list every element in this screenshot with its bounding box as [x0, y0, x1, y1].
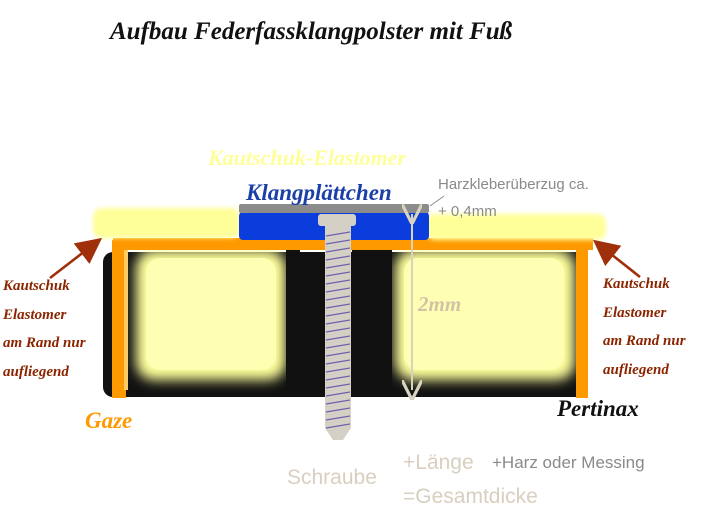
- pertinax-post-center: [352, 250, 392, 397]
- screw-thread-line: [325, 391, 351, 397]
- felt-chamber-right: [404, 258, 564, 370]
- label-schraube: Schraube: [287, 466, 377, 489]
- screw-thread-line: [325, 383, 351, 389]
- label-harz-oder-messing: +Harz oder Messing: [492, 453, 645, 472]
- screw-thread-line: [325, 335, 351, 341]
- screw-thread-line: [325, 367, 351, 373]
- side-left-line: Elastomer: [3, 306, 67, 323]
- felt-chamber-left: [146, 258, 276, 370]
- screw-thread-line: [325, 311, 351, 317]
- elastomer-pad-left: [93, 208, 240, 238]
- side-left-line: aufliegend: [3, 363, 69, 380]
- screw: [318, 214, 356, 440]
- label-gesamtdicke: =Gesamtdicke: [403, 485, 538, 508]
- label-harzkleber: Harzkleberüberzug ca. + 0,4mm: [438, 171, 589, 225]
- screw-thread-line: [325, 351, 351, 357]
- screw-thread-line: [325, 343, 351, 349]
- label-pertinax: Pertinax: [557, 396, 639, 421]
- side-left-line: am Rand nur: [3, 335, 86, 351]
- label-gaze: Gaze: [85, 408, 133, 433]
- side-right-line: aufliegend: [603, 361, 669, 378]
- elastomer-pad-right: [426, 214, 606, 240]
- gaze-right-wall: [576, 240, 588, 398]
- side-right-line: Elastomer: [603, 304, 667, 321]
- screw-thread-line: [325, 303, 351, 309]
- diagram-title: Aufbau Federfassklangpolster mit Fuß: [110, 18, 513, 45]
- screw-thread-line: [325, 423, 351, 429]
- gaze-top-layer: [113, 238, 593, 250]
- screw-thread-line: [325, 327, 351, 333]
- side-left-line: Kautschuk: [3, 278, 70, 294]
- screw-thread-line: [325, 271, 351, 277]
- screw-thread-line: [325, 407, 351, 413]
- resin-leader-line: [429, 195, 445, 207]
- screw-thread-line: [325, 375, 351, 381]
- screw-thread-line: [325, 295, 351, 301]
- label-side-right: Kautschuk Elastomer am Rand nur aufliege…: [603, 270, 686, 384]
- label-side-left: Kautschuk Elastomer am Rand nur aufliege…: [3, 272, 86, 386]
- screw-thread-line: [325, 415, 351, 421]
- label-kautschuk-elastomer: Kautschuk-Elastomer: [208, 145, 407, 170]
- label-thickness: 2mm: [418, 292, 462, 316]
- screw-thread-line: [325, 247, 351, 253]
- screw-threads: [325, 231, 351, 429]
- screw-thread-line: [325, 255, 351, 261]
- screw-thread-line: [325, 359, 351, 365]
- screw-thread-line: [325, 231, 351, 237]
- label-harzkleber-line1: Harzkleberüberzug ca.: [438, 176, 589, 193]
- label-klangplaettchen: Klangplättchen: [246, 180, 392, 205]
- screw-thread-line: [325, 399, 351, 405]
- screw-thread-line: [325, 319, 351, 325]
- arrow-right: [592, 239, 641, 279]
- gaze-left-wall: [112, 240, 126, 398]
- pertinax-post-left: [286, 250, 300, 397]
- screw-thread-line: [325, 279, 351, 285]
- arrow-left: [49, 237, 103, 280]
- label-laenge: +Länge: [403, 451, 474, 474]
- harzkleber-coating: [239, 204, 429, 213]
- gaze-inner-left: [124, 250, 128, 390]
- screw-thread-line: [325, 263, 351, 269]
- side-right-line: am Rand nur: [603, 333, 686, 349]
- label-harzkleber-line2: + 0,4mm: [438, 203, 497, 220]
- screw-thread-line: [325, 239, 351, 245]
- side-right-line: Kautschuk: [603, 276, 670, 292]
- screw-thread-line: [325, 287, 351, 293]
